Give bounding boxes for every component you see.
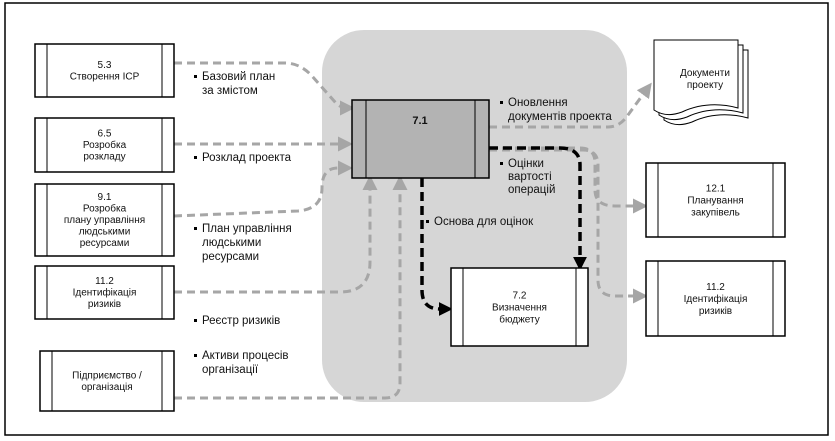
process-box-7-1: 7.1 [351,99,490,179]
project-documents-line: Документи [680,68,730,79]
flow-label-estimate-basis: Основа для оцінок [426,216,534,228]
project-documents-icon [653,39,749,126]
flow-label-schedule: Розклад проекта [194,152,292,164]
output-box-11-2-risks-line: 11.2 [706,282,725,293]
output-box-12-1-procurement-line: Планування [687,195,743,206]
input-box-6-5-line: розкладу [83,152,125,163]
flow-arrow-cost-estimates [489,146,587,271]
flow-label-hr-plan: План управління людськими ресурсами [194,223,292,263]
input-box-9-1-line: Розробка [83,203,127,215]
outer-frame [4,2,829,436]
output-box-12-1-procurement-line: 12.1 [706,183,726,194]
flow-arrow-hr-plan [173,160,353,218]
flow-arrow-risk-register [174,175,378,294]
output-box-12-1-procurement-line: закупівель [691,207,740,218]
process-number: 7.1 [412,115,427,127]
flow-label-cost-estimates-line: операцій [508,184,555,196]
flow-label-risk-register: Реєстр ризиків [194,315,280,327]
bullet-icon [426,220,429,223]
flow-label-org-assets-line: Активи процесів [202,350,289,362]
flow-label-cost-estimates-line: Оцінки [508,158,544,170]
flow-label-cost-estimates-line: вартості [508,171,552,183]
flow-label-update-docs-line: документів проекта [508,111,612,123]
flow-arrow-org-assets [174,175,408,400]
input-box-enterprise-line: Підприємство / [72,370,142,381]
input-box-11-2-line: 11.2 [95,276,114,287]
flow-label-hr-plan-line: людськими [202,237,261,249]
output-box-11-2-risks-line: ризиків [699,306,732,317]
input-box-5-3-line: 5.3 [98,60,112,71]
output-box-11-2-risks-line: Ідентифікація [684,293,748,305]
input-box-9-1-line: ресурсами [80,238,130,249]
flow-arrow-update-docs [489,82,652,129]
output-box-7-2-budget-line: 7.2 [513,290,527,301]
project-documents-line: проекту [687,80,723,91]
flow-label-update-docs-line: Оновлення [508,97,568,109]
input-box-enterprise-line: організація [81,382,132,393]
bullet-icon [194,156,197,159]
input-box-9-1-line: плану управління [64,215,145,226]
input-box-6-5-line: 6.5 [98,129,112,140]
flow-label-estimate-basis-line: Основа для оцінок [434,216,534,228]
bullet-icon [194,75,197,78]
flow-arrow-scope-baseline [174,61,355,116]
bullet-icon [194,227,197,230]
input-box-9-1-line: 9.1 [98,192,112,203]
input-box-5-3-line: Створення ІСР [70,71,140,82]
bullet-icon [500,101,503,104]
output-box-7-2-budget-line: Визначення [492,302,547,313]
bullet-icon [500,162,503,165]
input-box-9-1-line: людськими [79,227,131,238]
bullet-icon [194,319,197,322]
flow-label-update-docs: Оновлення документів проекта [500,97,612,123]
flow-label-hr-plan-line: ресурсами [202,251,259,263]
flow-label-schedule-line: Розклад проекта [202,152,292,164]
bullet-icon [194,354,197,357]
flow-label-org-assets-line: організації [202,364,259,376]
output-box-7-2-budget-line: бюджету [499,313,539,325]
input-box-6-5-line: Розробка [83,139,127,151]
flow-label-scope-baseline-line: Базовий план [202,71,275,83]
flow-label-scope-baseline: Базовий план за змістом [194,71,275,97]
flow-label-hr-plan-line: План управління [202,223,292,235]
flow-arrow-estimate-basis [420,178,453,316]
input-box-11-2-line: Ідентифікація [73,287,137,299]
flow-label-risk-register-line: Реєстр ризиків [202,315,280,327]
flow-arrow-risk-id-out [489,148,648,304]
flow-label-org-assets: Активи процесів організації [194,350,289,376]
input-box-11-2-line: ризиків [88,299,121,310]
input-box-enterprise: Підприємство /організація [39,350,175,412]
flow-label-scope-baseline-line: за змістом [202,85,258,97]
